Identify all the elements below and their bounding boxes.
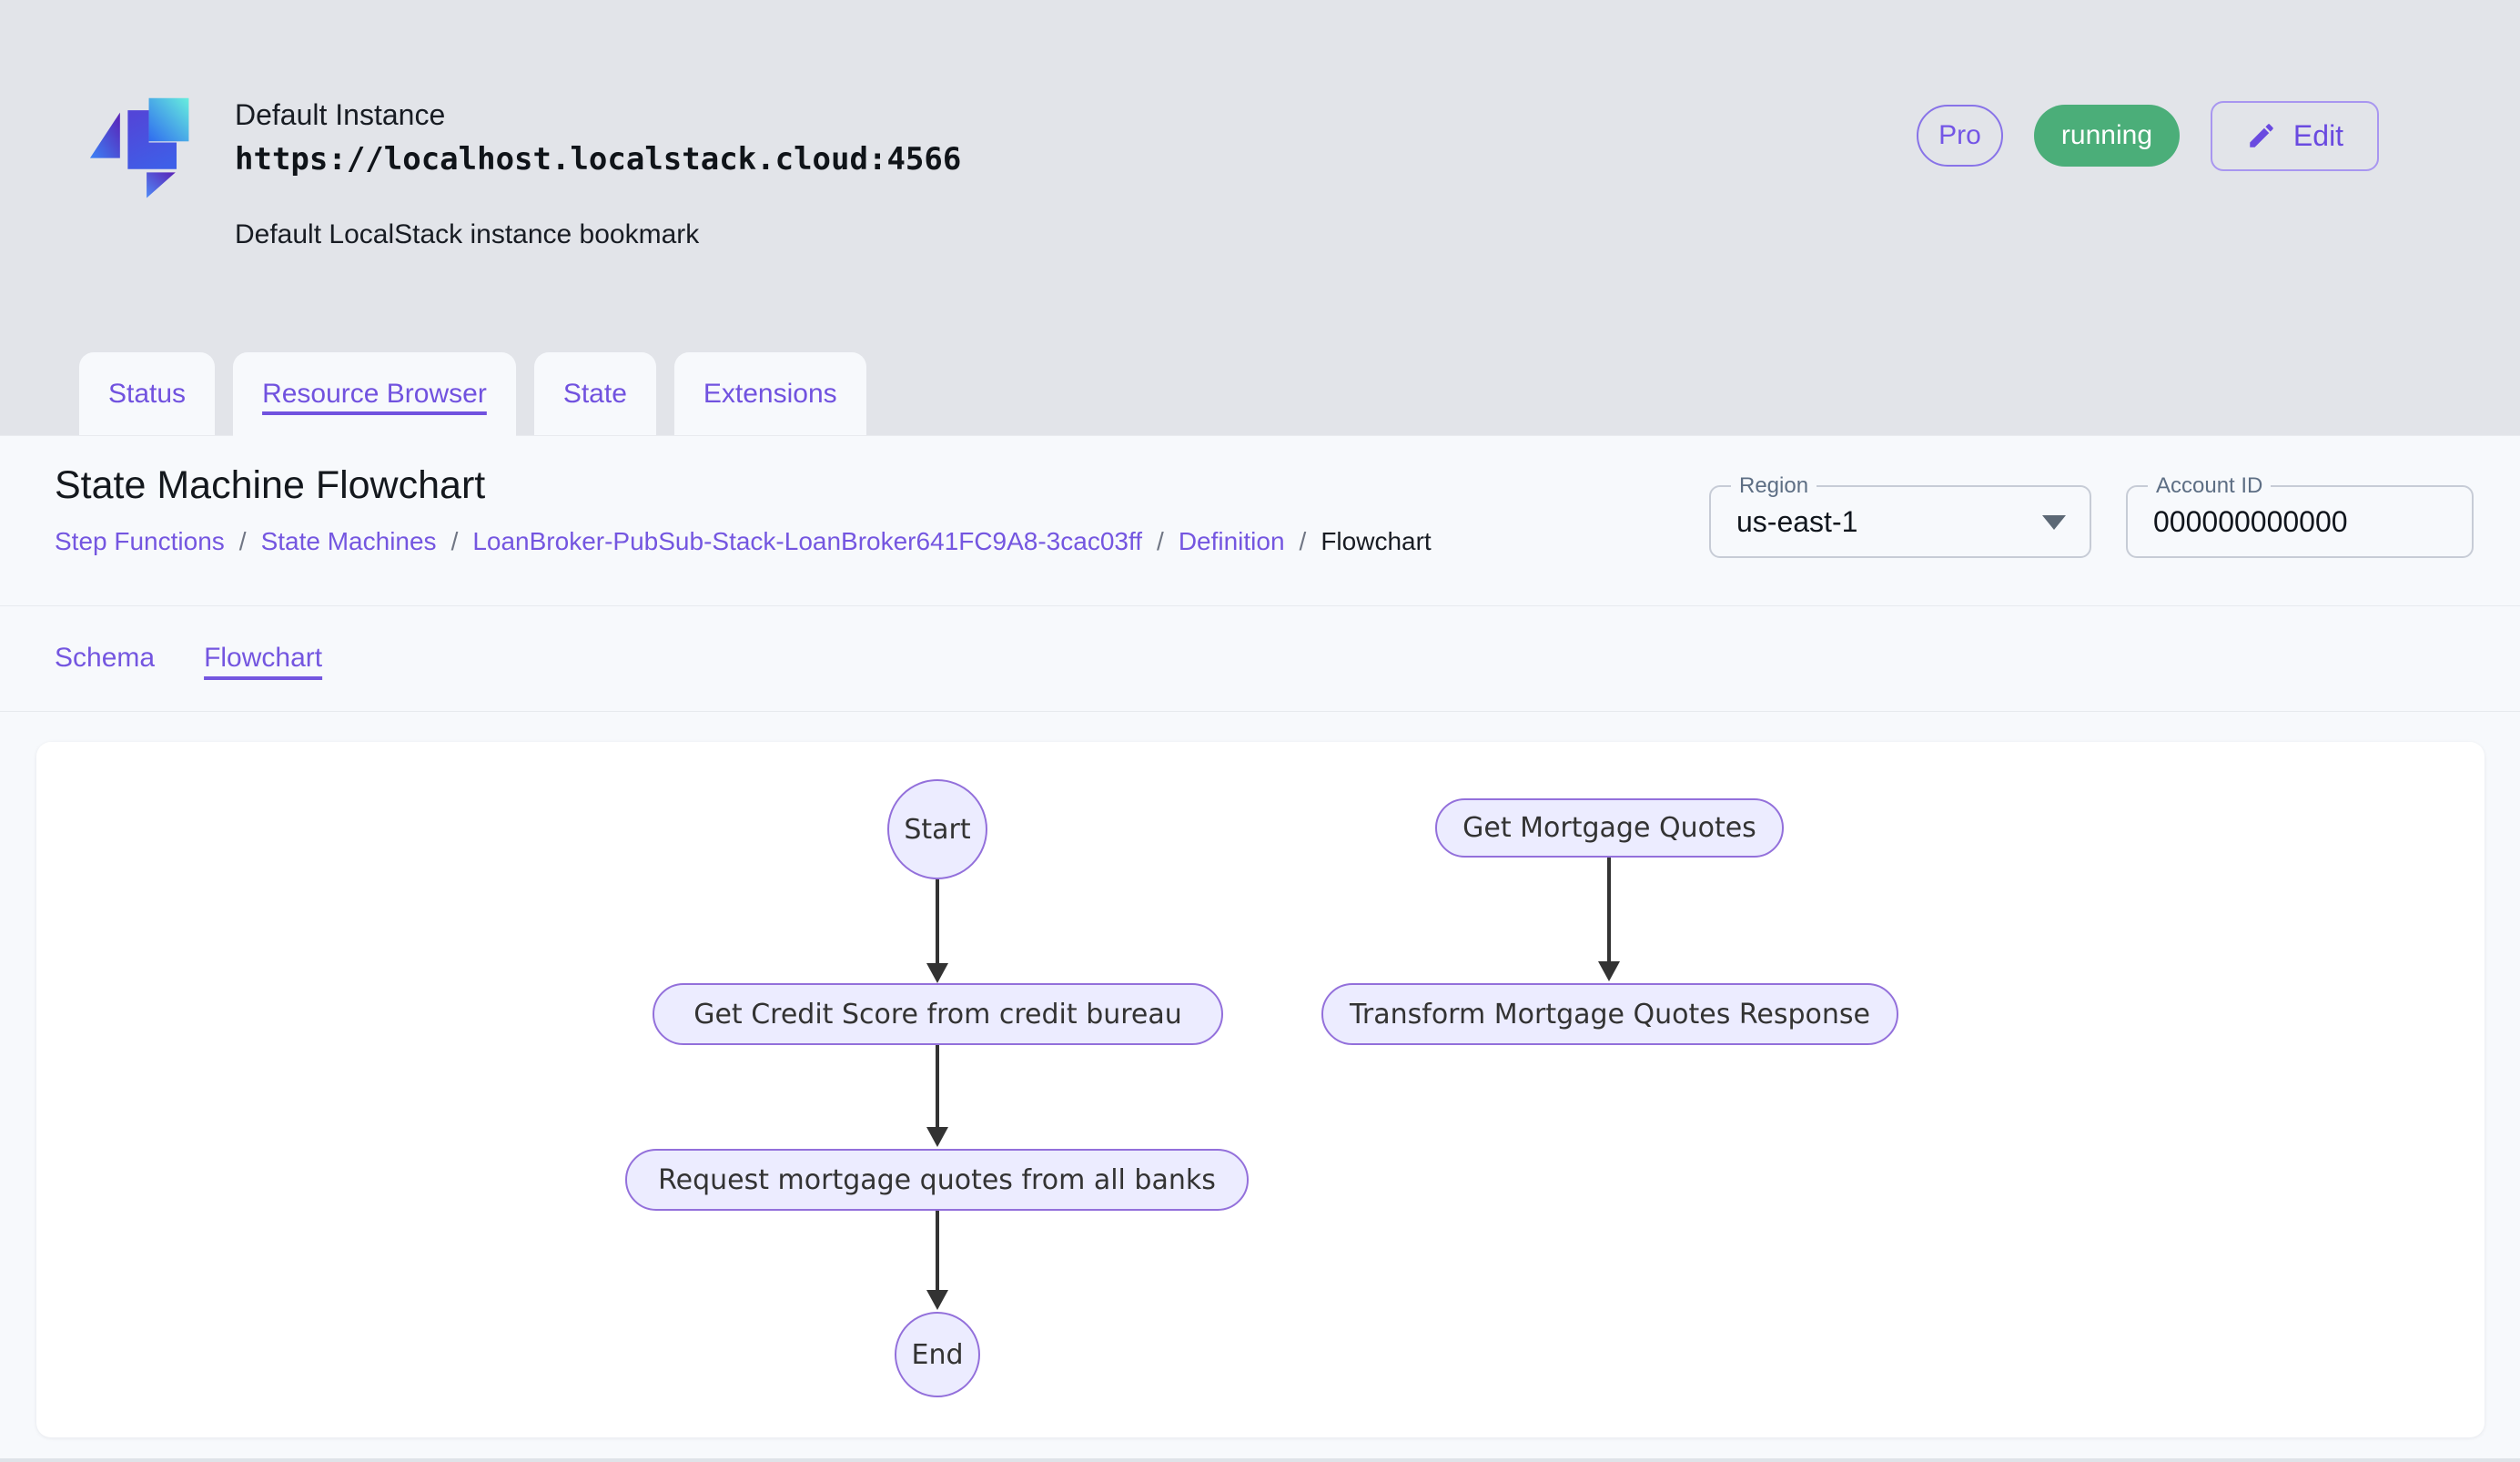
region-label: Region [1731, 473, 1817, 499]
account-id-field: Account ID [2126, 473, 2474, 558]
flow-node-transform-response: Transform Mortgage Quotes Response [1321, 983, 1898, 1045]
status-badge: running [2033, 105, 2180, 167]
account-id-label: Account ID [2148, 473, 2272, 499]
edge-start-to-credit [936, 879, 939, 965]
instance-description: Default LocalStack instance bookmark [235, 219, 700, 249]
tab-resource-browser-label: Resource Browser [262, 378, 487, 409]
region-value: us-east-1 [1736, 504, 1858, 538]
definition-subtabs: Schema Flowchart [55, 605, 322, 711]
header-actions: Pro running Edit [1916, 100, 2379, 171]
breadcrumb-state-machine-name[interactable]: LoanBroker-PubSub-Stack-LoanBroker641FC9… [472, 527, 1143, 555]
tab-resource-browser[interactable]: Resource Browser [233, 352, 516, 437]
pencil-icon [2250, 124, 2273, 147]
flow-node-request-quotes: Request mortgage quotes from all banks [625, 1149, 1249, 1211]
breadcrumb-separator: / [450, 527, 459, 555]
breadcrumb-step-functions[interactable]: Step Functions [55, 527, 225, 555]
chevron-down-icon [2042, 515, 2066, 530]
flow-node-start: Start [887, 779, 987, 879]
subtab-schema[interactable]: Schema [55, 643, 156, 673]
flow-node-get-credit-score: Get Credit Score from credit bureau [653, 983, 1223, 1045]
tab-status[interactable]: Status [79, 352, 216, 435]
breadcrumb-state-machines[interactable]: State Machines [260, 527, 437, 555]
breadcrumb-separator: / [1299, 527, 1307, 555]
edge-getquotes-to-transform [1607, 858, 1611, 963]
logo-triangle-bottom [147, 172, 176, 198]
account-id-input[interactable] [2128, 504, 2428, 539]
divider [0, 605, 2520, 606]
subtab-flowchart[interactable]: Flowchart [204, 643, 323, 673]
tab-extensions-label: Extensions [703, 378, 837, 409]
page-bottom-edge [0, 1458, 2520, 1462]
tab-state[interactable]: State [533, 352, 656, 435]
edge-request-to-end [936, 1211, 939, 1292]
localstack-logo [89, 97, 189, 198]
pro-badge: Pro [1916, 105, 2003, 167]
breadcrumb: Step Functions / State Machines / LoanBr… [55, 527, 1432, 556]
tab-state-label: State [562, 378, 627, 409]
breadcrumb-flowchart: Flowchart [1321, 527, 1432, 555]
logo-l-shape [127, 110, 177, 169]
breadcrumb-separator: / [238, 527, 247, 555]
logo-square [148, 97, 189, 142]
edge-credit-to-request [936, 1045, 939, 1129]
breadcrumb-definition[interactable]: Definition [1178, 527, 1285, 555]
flow-node-end: End [895, 1312, 980, 1397]
instance-info: Default Instance https://localhost.local… [235, 98, 961, 250]
divider [0, 711, 2520, 712]
main-tabs: Status Resource Browser State Extensions [79, 352, 866, 437]
edit-button[interactable]: Edit [2211, 100, 2379, 171]
edit-button-label: Edit [2292, 118, 2344, 152]
instance-url: https://localhost.localstack.cloud:4566 [235, 141, 962, 178]
tab-status-label: Status [108, 378, 187, 409]
instance-name: Default Instance [235, 98, 446, 131]
logo-triangle-left [89, 112, 120, 158]
page-title: State Machine Flowchart [55, 463, 486, 507]
breadcrumb-separator: / [1157, 527, 1164, 555]
flowchart-canvas: Start Get Credit Score from credit burea… [36, 742, 2485, 1437]
region-select[interactable]: Region us-east-1 [1709, 473, 2091, 558]
flow-node-get-mortgage-quotes: Get Mortgage Quotes [1435, 798, 1784, 858]
resource-browser-panel: State Machine Flowchart Step Functions /… [0, 435, 2520, 1458]
tab-extensions[interactable]: Extensions [673, 352, 866, 435]
